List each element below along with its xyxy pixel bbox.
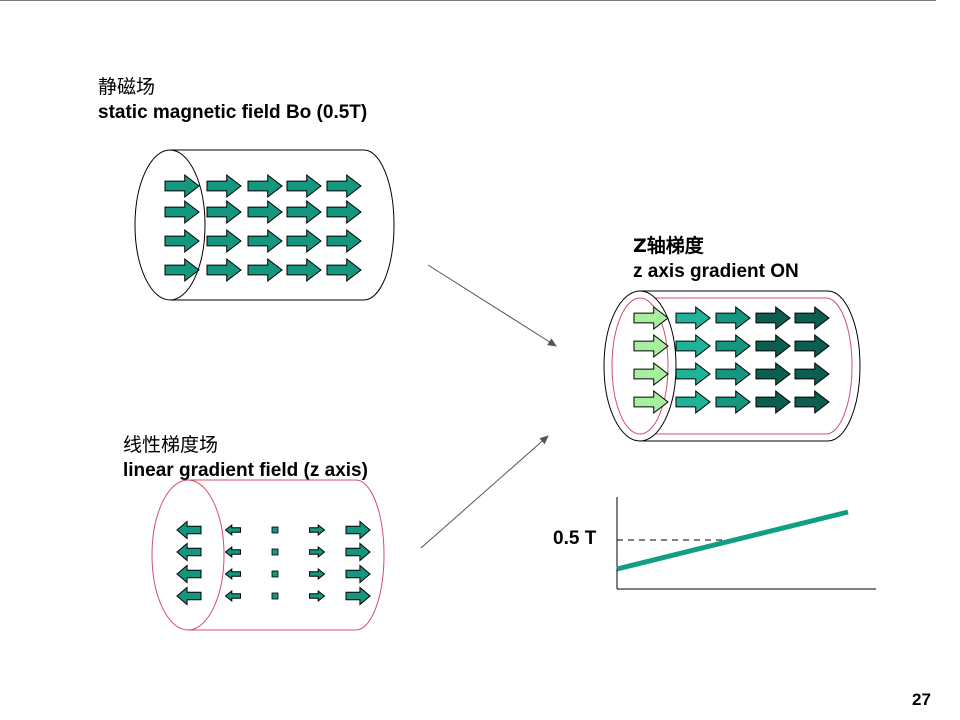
connector-arrow-gradient [420, 435, 549, 549]
z-gradient-arrow [633, 389, 669, 415]
static-field-arrow [247, 199, 283, 225]
graph-gradient-line [616, 509, 849, 572]
z-gradient-arrow [794, 361, 830, 387]
connector-arrow-static [427, 264, 557, 347]
z-gradient-title-cn: Z轴梯度 [633, 235, 704, 257]
linear-gradient-arrow-left-large [176, 542, 202, 562]
linear-gradient-arrow-right-large [345, 564, 371, 584]
static-field-arrow [164, 173, 200, 199]
z-gradient-arrow [794, 305, 830, 331]
z-gradient-arrow [755, 389, 791, 415]
linear-gradient-arrow-left-small [224, 545, 241, 559]
top-rule [0, 0, 936, 1]
z-gradient-arrow [715, 333, 751, 359]
static-field-arrow [247, 173, 283, 199]
linear-gradient-arrow-right-small [309, 545, 326, 559]
z-gradient-arrow [755, 333, 791, 359]
static-field-cylinder [134, 149, 395, 301]
z-gradient-arrow [794, 333, 830, 359]
static-field-arrow [286, 173, 322, 199]
static-field-arrow [326, 228, 362, 254]
linear-gradient-label: 线性梯度场 linear gradient field (z axis) [123, 432, 368, 484]
linear-gradient-arrow-left-small [224, 589, 241, 603]
field-strength-graph [616, 497, 876, 590]
static-field-arrow [286, 228, 322, 254]
static-field-arrow [247, 257, 283, 283]
linear-gradient-zero-dot [271, 570, 279, 578]
static-field-arrow [286, 257, 322, 283]
z-gradient-title-en: z axis gradient ON [633, 261, 799, 282]
static-field-arrow [286, 199, 322, 225]
linear-gradient-arrow-right-small [309, 567, 326, 581]
linear-gradient-arrow-right-large [345, 520, 371, 540]
z-gradient-arrow [755, 305, 791, 331]
z-gradient-arrow [715, 305, 751, 331]
z-gradient-arrow [633, 305, 669, 331]
linear-gradient-arrow-left-small [224, 523, 241, 537]
z-gradient-arrow [675, 361, 711, 387]
z-gradient-arrow [675, 389, 711, 415]
static-field-title-en: static magnetic field Bo (0.5T) [98, 102, 368, 123]
static-field-arrow [206, 257, 242, 283]
static-field-arrow [326, 199, 362, 225]
static-field-arrow [206, 173, 242, 199]
graph-value-label: 0.5 T [553, 528, 597, 549]
linear-gradient-arrow-right-large [345, 542, 371, 562]
static-field-arrow [164, 228, 200, 254]
static-field-arrow [247, 228, 283, 254]
z-gradient-arrow [675, 305, 711, 331]
linear-gradient-title-cn: 线性梯度场 [123, 434, 219, 456]
z-gradient-arrow [715, 361, 751, 387]
static-field-label: 静磁场 static magnetic field Bo (0.5T) [98, 74, 367, 126]
linear-gradient-arrow-left-large [176, 520, 202, 540]
static-field-arrow [164, 199, 200, 225]
static-field-arrow [206, 228, 242, 254]
linear-gradient-arrows [176, 520, 371, 606]
z-gradient-arrow [675, 333, 711, 359]
static-field-arrow [326, 173, 362, 199]
z-gradient-arrow [755, 361, 791, 387]
static-field-arrow [206, 199, 242, 225]
z-gradient-arrow [633, 333, 669, 359]
linear-gradient-zero-dot [271, 526, 279, 534]
static-field-arrow [164, 257, 200, 283]
linear-gradient-arrow-left-small [224, 567, 241, 581]
z-gradient-arrow [715, 389, 751, 415]
linear-gradient-zero-dot [271, 548, 279, 556]
static-field-title-cn: 静磁场 [98, 76, 156, 98]
static-field-arrows [164, 173, 362, 283]
linear-gradient-arrow-left-large [176, 564, 202, 584]
linear-gradient-arrow-right-large [345, 586, 371, 606]
linear-gradient-title-en: linear gradient field (z axis) [123, 460, 368, 481]
linear-gradient-zero-dot [271, 592, 279, 600]
z-gradient-arrow [633, 361, 669, 387]
linear-gradient-arrow-left-large [176, 586, 202, 606]
linear-gradient-arrow-right-small [309, 589, 326, 603]
page-number: 27 [912, 690, 931, 709]
z-gradient-arrows [633, 305, 830, 415]
z-gradient-label: Z轴梯度 z axis gradient ON [633, 233, 799, 285]
static-field-arrow [326, 257, 362, 283]
linear-gradient-arrow-right-small [309, 523, 326, 537]
z-gradient-arrow [794, 389, 830, 415]
